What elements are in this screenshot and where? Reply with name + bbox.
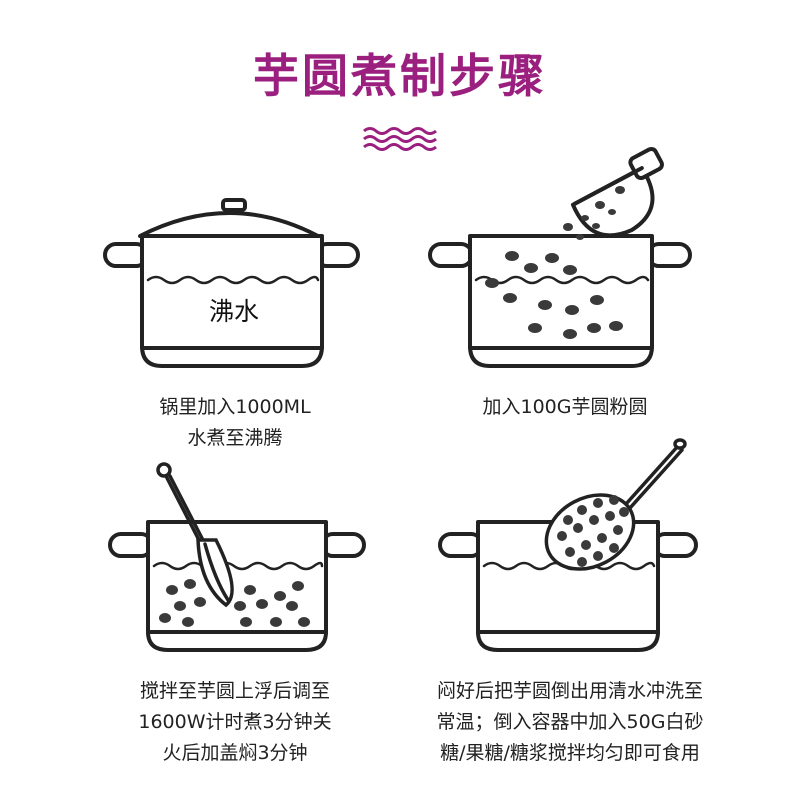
pot-handle-left xyxy=(108,532,154,558)
pot-handle-right xyxy=(646,242,692,268)
pot-handle-left xyxy=(428,242,474,268)
water-surface xyxy=(482,561,656,571)
caption-line: 锅里加入1000ML xyxy=(159,396,311,418)
lid-knob-icon xyxy=(221,198,247,212)
water-surface xyxy=(474,275,650,285)
strainer-icon xyxy=(544,438,687,571)
wave-divider-icon xyxy=(363,127,437,151)
step-2-caption: 加入100G芋圆粉圆 xyxy=(430,392,700,423)
pot-handle-right xyxy=(320,532,366,558)
step-1-caption: 锅里加入1000ML 水煮至沸腾 xyxy=(100,392,370,454)
scoop-icon xyxy=(570,146,664,238)
water-surface xyxy=(152,561,324,571)
pot-handle-left xyxy=(103,242,149,268)
pot-body xyxy=(146,520,328,652)
taro-balls xyxy=(159,579,310,627)
step-3-caption: 搅拌至芋圆上浮后调至 1600W计时煮3分钟关 火后加盖焖3分钟 xyxy=(90,676,380,769)
caption-line: 1600W计时煮3分钟关 xyxy=(138,711,332,733)
caption-line: 加入100G芋圆粉圆 xyxy=(482,396,648,418)
pot-handle-left xyxy=(438,532,484,558)
caption-line: 火后加盖焖3分钟 xyxy=(162,742,308,764)
taro-balls xyxy=(557,495,629,567)
pot-body xyxy=(476,520,660,652)
taro-balls xyxy=(485,186,625,339)
pot-handle-right xyxy=(652,532,698,558)
caption-line: 搅拌至芋圆上浮后调至 xyxy=(139,680,330,702)
caption-line: 闷好后把芋圆倒出用清水冲洗至 xyxy=(436,680,703,702)
step-4-caption: 闷好后把芋圆倒出用清水冲洗至 常温；倒入容器中加入50G白砂 糖/果糖/糖浆搅拌… xyxy=(400,676,740,769)
whisk-icon xyxy=(156,462,234,608)
caption-line: 常温；倒入容器中加入50G白砂 xyxy=(436,711,704,733)
pot-lid xyxy=(138,211,320,238)
caption-line: 糖/果糖/糖浆搅拌均匀即可食用 xyxy=(440,742,700,764)
pot-body xyxy=(140,234,324,368)
page-title: 芋圆煮制步骤 xyxy=(253,49,547,103)
pot-body xyxy=(468,234,654,368)
caption-line: 水煮至沸腾 xyxy=(187,427,283,449)
pot-handle-right xyxy=(314,242,360,268)
boiling-water-label: 沸水 xyxy=(209,297,259,326)
water-surface xyxy=(146,275,320,285)
